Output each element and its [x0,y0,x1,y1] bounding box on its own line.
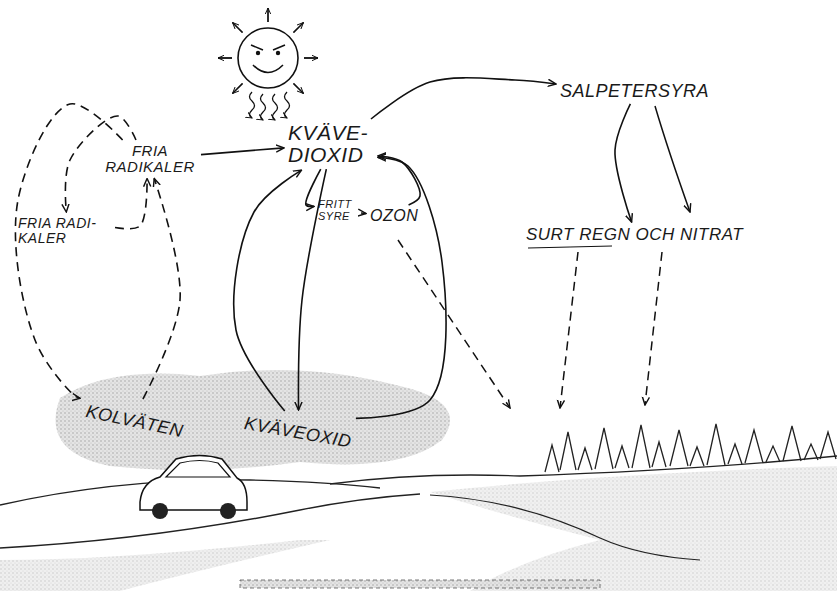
reaction-arrow [143,179,180,400]
sun-ray [233,23,243,33]
shore-line [430,495,700,560]
substance-name: FRIA RADI- KALER [18,216,112,245]
substance-name: FRIA RADIKALER [102,143,198,175]
reaction-arrow [15,104,122,398]
substance-label: FRITT SYRE [318,199,358,222]
substance-name: SURT REGN OCH NITRAT [526,226,743,244]
substance-label: SALPETERSYRA [560,82,709,101]
substance-label: OZON [370,208,418,225]
substance-name: SALPETERSYRA [560,82,709,101]
sun-rays [218,8,318,93]
deposition-arrow [645,252,662,405]
sun-ray [294,84,304,94]
sun-wave [273,94,278,120]
substance-label: KVÄVE- DIOXID [288,122,374,166]
sun-ray [267,8,268,22]
underline-stroke [528,246,612,248]
sun-eye [256,51,260,55]
sun-wave [285,92,290,118]
exhaust-cloud [56,370,450,470]
substance-label: FRIA RADI- KALER [18,216,112,245]
car-body [140,456,247,511]
substance-label: FRIA RADIKALER [102,143,198,175]
bottom-strip [240,580,600,588]
sun [218,8,318,120]
deposition-arrow [398,240,510,408]
reaction-arrow [234,170,302,411]
sun-ray [304,57,318,58]
sun-wave [250,92,255,118]
reaction-arrow [371,78,556,119]
reaction-arrow [378,156,420,205]
sun-ray [218,57,232,58]
car-window [166,461,230,478]
split-branch [655,106,690,212]
reaction-arrow [361,212,366,214]
connector-layer [15,78,631,419]
deposition-arrow [560,252,578,408]
horizon-line [330,456,837,484]
reaction-arrow [356,157,446,418]
sun-brows [251,45,285,50]
reaction-arrow [115,179,147,229]
substance-label: SURT REGN OCH NITRAT [526,226,743,244]
field-shading [430,466,837,591]
substance-name: FRITT SYRE [318,199,358,222]
sun-wave [261,94,266,120]
car [140,456,247,520]
reaction-arrow [615,104,632,222]
reaction-arrow [201,148,284,155]
sun-eye [276,51,280,55]
sun-smile [253,65,283,73]
sun-disc [238,28,298,88]
sun-ray [233,84,243,94]
car-wheel [220,503,236,519]
substance-name: KVÄVE- DIOXID [288,122,374,166]
car-wheel [152,503,168,519]
forest-trees [545,424,836,472]
substance-name: OZON [370,208,418,225]
sun-ray [294,23,304,33]
